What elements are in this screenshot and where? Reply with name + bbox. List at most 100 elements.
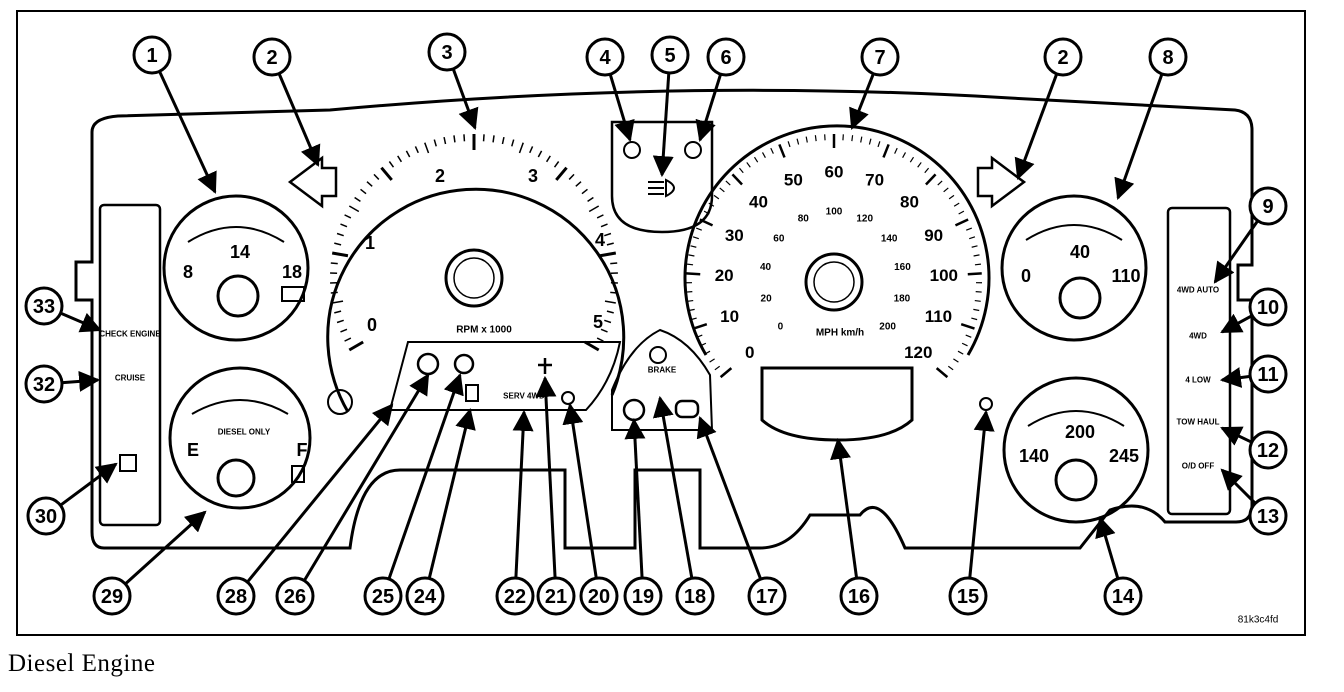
- mph-label-100: 100: [930, 266, 958, 285]
- callout-number-9: 9: [1262, 196, 1273, 218]
- battery-icon: [281, 286, 305, 302]
- tach-tick: [340, 328, 348, 333]
- od-off-label: O/D OFF: [1182, 462, 1215, 471]
- speedo-tick: [700, 342, 707, 347]
- 4wd-auto-label: 4WD AUTO: [1177, 286, 1219, 295]
- tach-0: 0: [367, 315, 377, 335]
- callout-leader-25: [387, 373, 464, 579]
- speedo-tick: [966, 227, 973, 231]
- mph-label-50: 50: [784, 170, 803, 189]
- callout-leader-29: [125, 510, 207, 585]
- engine-icon: [674, 399, 700, 419]
- mph-label-80: 80: [900, 192, 919, 211]
- voltage-gauge: 14 8 18: [162, 194, 310, 342]
- callout-leader-4: [609, 74, 635, 143]
- tach-tick: [599, 251, 617, 258]
- callout-circle-21: [536, 576, 576, 616]
- check-engine-label: CHECK ENGINE: [99, 330, 161, 339]
- speedo-tick: [796, 138, 800, 145]
- callout-leader-26: [303, 373, 430, 581]
- kmh-label-40: 40: [760, 262, 772, 273]
- figure-code: 81k3c4fd: [1238, 615, 1279, 626]
- speedo-tick: [943, 187, 949, 193]
- tach-tick: [518, 142, 524, 154]
- callout-circle-3: [427, 32, 467, 72]
- tach-tick: [604, 300, 616, 304]
- trip-reset-button: [327, 389, 353, 415]
- speedo-tick: [953, 358, 959, 363]
- speedo-tick: [687, 299, 694, 302]
- tach-tick: [529, 146, 534, 154]
- 4-low-label: 4 LOW: [1185, 376, 1211, 385]
- callout-number-19: 19: [632, 586, 654, 608]
- odometer-display: [760, 366, 914, 442]
- callout-number-18: 18: [684, 586, 706, 608]
- tach-tick: [336, 319, 344, 324]
- mph-label-10: 10: [720, 307, 739, 326]
- tach-tick: [330, 291, 338, 294]
- tach-tick: [334, 242, 342, 246]
- speedo-tick: [703, 210, 710, 215]
- tach-tick: [545, 155, 551, 163]
- oil-mid-label: 40: [1070, 242, 1090, 262]
- speedo-tick: [693, 322, 708, 330]
- callout-number-3: 3: [441, 42, 452, 64]
- temp-max-label: 245: [1109, 446, 1139, 466]
- speedo-tick: [688, 254, 695, 257]
- speedo-tick: [957, 350, 964, 355]
- tow-haul-label: TOW HAUL: [1177, 418, 1220, 427]
- airbag-icon: [684, 141, 702, 159]
- callout-leader-30: [60, 462, 118, 506]
- tach-tick: [336, 232, 344, 237]
- callout-number-14: 14: [1112, 586, 1135, 608]
- callout-circle-28: [216, 576, 256, 616]
- mph-label-60: 60: [825, 163, 844, 182]
- brake-icon: [649, 346, 667, 364]
- speedo-tick: [947, 365, 954, 371]
- tach-tick: [492, 135, 495, 143]
- cluster-housing: [74, 88, 1254, 550]
- callout-leader-20: [562, 402, 598, 578]
- callout-number-30: 30: [35, 506, 57, 528]
- speedo-tick: [935, 367, 949, 379]
- tach-tick: [366, 181, 373, 187]
- traction-icon: [538, 358, 552, 374]
- speedo-tick: [948, 194, 955, 200]
- callout-number-8: 8: [1162, 47, 1173, 69]
- callout-circle-20: [579, 576, 619, 616]
- voltage-min-label: 8: [183, 262, 193, 282]
- speedo-tick: [746, 162, 751, 168]
- kmh-label-140: 140: [881, 233, 898, 244]
- callout-leader-13: [1220, 468, 1256, 504]
- speedo-tick: [787, 141, 791, 148]
- speedo-tick: [877, 141, 881, 148]
- tach-tick: [405, 150, 411, 158]
- tach-tick: [331, 251, 349, 258]
- callout-circle-18: [675, 576, 715, 616]
- callout-number-1: 1: [146, 45, 157, 67]
- callout-number-7: 7: [874, 47, 885, 69]
- tach-tick: [397, 155, 403, 163]
- callout-number-2: 2: [266, 47, 277, 69]
- speedo-tick: [699, 218, 714, 227]
- mph-label-40: 40: [749, 192, 768, 211]
- speedo-tick: [894, 147, 898, 154]
- callout-number-20: 20: [588, 586, 610, 608]
- caption: Diesel Engine: [8, 650, 156, 677]
- tach-tick: [373, 173, 380, 180]
- mph-label-30: 30: [725, 226, 744, 245]
- cruise-label: CRUISE: [115, 374, 146, 383]
- tach-5: 5: [593, 312, 603, 332]
- callout-leader-8: [1114, 74, 1164, 200]
- callout-circle-24: [405, 576, 445, 616]
- callout-leader-2: [278, 73, 321, 167]
- voltage-mid-label: 14: [230, 242, 250, 262]
- callout-circle-10: [1248, 287, 1288, 327]
- speedo-tick: [973, 254, 980, 257]
- speedo-tick: [714, 365, 721, 371]
- tach-tick: [600, 328, 608, 333]
- tach-tick: [584, 340, 600, 352]
- mph-label-110: 110: [925, 307, 952, 326]
- callout-leader-9: [1213, 220, 1259, 284]
